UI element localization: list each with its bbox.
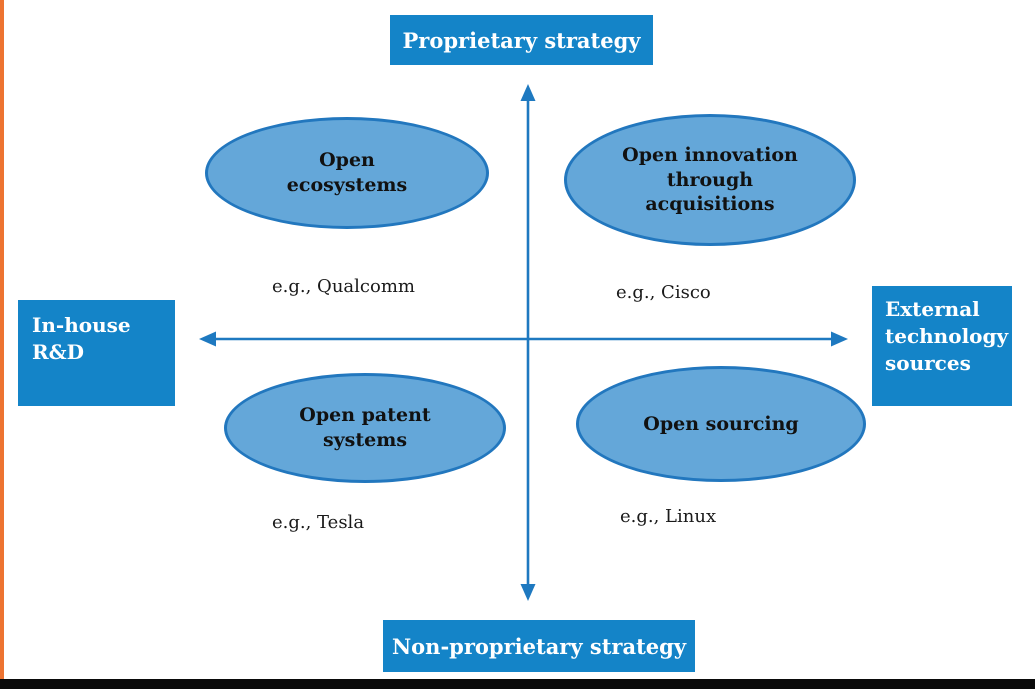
ellipse-open-ecosystems: Open ecosystems <box>205 117 489 229</box>
horizontal-axis-arrowhead-left <box>199 331 216 347</box>
bottom-black-bar <box>0 679 1035 689</box>
ellipse-label: Open ecosystems <box>286 149 408 196</box>
ellipse-open-patent-systems: Open patent systems <box>224 373 506 483</box>
axis-label-proprietary-strategy: Proprietary strategy <box>390 15 653 65</box>
example-qualcomm: e.g., Qualcomm <box>272 276 415 297</box>
vertical-axis-arrowhead-down <box>520 584 536 601</box>
example-tesla: e.g., Tesla <box>272 512 365 533</box>
horizontal-axis-arrowhead-right <box>831 331 848 347</box>
vertical-axis-arrowhead-up <box>520 84 536 101</box>
left-accent-border <box>0 0 4 689</box>
ellipse-open-sourcing: Open sourcing <box>576 366 866 482</box>
axis-label-non-proprietary-strategy: Non-proprietary strategy <box>383 620 695 672</box>
axis-label-in-house-rd: In-house R&D <box>18 300 175 406</box>
ellipse-label: Open patent systems <box>299 404 431 451</box>
ellipse-label: Open innovation through acquisitions <box>622 143 798 216</box>
example-cisco: e.g., Cisco <box>616 282 711 303</box>
example-linux: e.g., Linux <box>620 506 717 527</box>
axis-label-external-technology-sources: External technology sources <box>872 286 1012 406</box>
ellipse-label: Open sourcing <box>643 412 799 435</box>
ellipse-open-innovation-through-acquisitions: Open innovation through acquisitions <box>564 114 856 246</box>
